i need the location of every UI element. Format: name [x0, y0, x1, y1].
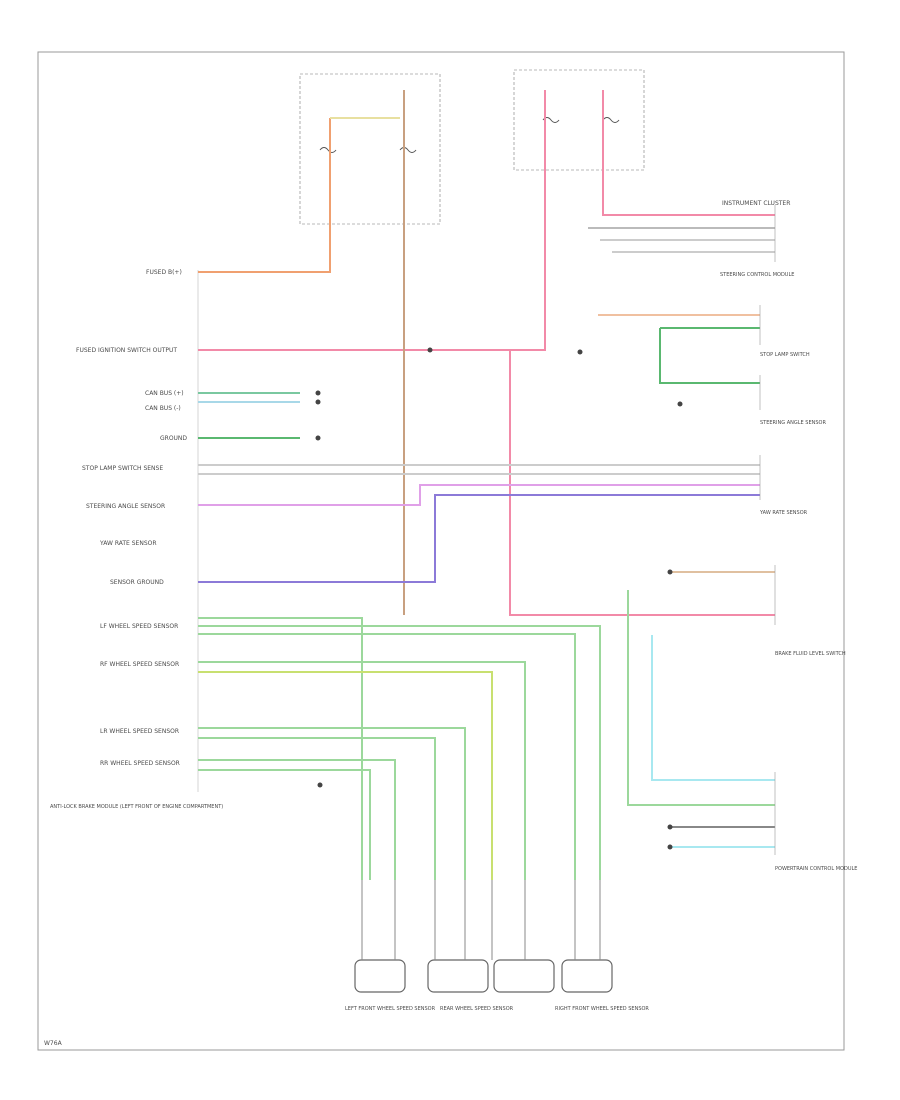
wire-sensor-extra-a: [198, 759, 396, 880]
wire-green-cluster-a: [659, 328, 760, 384]
wire-ignition-to-cluster: [602, 90, 775, 216]
label-steering-angle-right: STEERING ANGLE SENSOR: [760, 420, 826, 426]
label-lf-sensor: LEFT FRONT WHEEL SPEED SENSOR: [345, 1006, 436, 1012]
label-yaw-rate-right: YAW RATE SENSOR: [759, 510, 808, 516]
fuse-box-left: [299, 73, 441, 225]
wire-sensor-ground-violet: [198, 494, 760, 583]
wheel-speed-sensors: [354, 959, 613, 993]
wire-lr-sensor-b: [198, 671, 493, 880]
wire-pcm-green: [627, 590, 775, 806]
label-steering-angle: STEERING ANGLE SENSOR: [86, 503, 165, 510]
wire-ignition-to-pcm: [509, 350, 775, 616]
wire-lr-sensor-a: [198, 661, 526, 880]
fuse-icons: [319, 117, 620, 153]
label-stop-lamp: STOP LAMP SWITCH SENSE: [82, 465, 163, 472]
wire-fused-b-plus: [198, 118, 331, 273]
label-can-minus: CAN BUS (-): [145, 405, 181, 412]
label-pcm: POWERTRAIN CONTROL MODULE: [775, 866, 857, 872]
label-stop-lamp-switch: STOP LAMP SWITCH: [760, 352, 810, 358]
wire-rf-sensor-a: [198, 633, 576, 880]
label-yaw-rate: YAW RATE SENSOR: [99, 540, 157, 547]
label-fused-ignition: FUSED IGNITION SWITCH OUTPUT: [76, 347, 177, 354]
right-module-connectors: [759, 205, 776, 855]
label-ground: GROUND: [160, 435, 187, 442]
label-rf-sensor: RIGHT FRONT WHEEL SPEED SENSOR: [555, 1006, 649, 1012]
label-can-plus: CAN BUS (+): [145, 390, 184, 397]
footer-code: W76A: [44, 1040, 63, 1047]
label-rr-wheel: RR WHEEL SPEED SENSOR: [100, 760, 180, 767]
label-abs-module: ANTI-LOCK BRAKE MODULE (LEFT FRONT OF EN…: [50, 804, 223, 810]
wire-lf-sensor-a: [198, 617, 363, 880]
wire-pcm-cyan: [651, 635, 775, 781]
wire-fused-ignition: [198, 90, 546, 351]
label-steering-control: STEERING CONTROL MODULE: [720, 272, 794, 278]
sensor-lead-lines: [361, 880, 601, 960]
label-lf-wheel: LF WHEEL SPEED SENSOR: [100, 623, 178, 630]
wire-rr-sensor-b: [198, 737, 436, 880]
wire-lf-sensor-b: [198, 625, 601, 880]
label-brake-fluid: BRAKE FLUID LEVEL SWITCH: [775, 651, 846, 657]
label-rear-sensor: REAR WHEEL SPEED SENSOR: [440, 1006, 514, 1012]
label-rf-wheel: RF WHEEL SPEED SENSOR: [100, 661, 179, 668]
label-instrument-cluster: INSTRUMENT CLUSTER: [722, 200, 790, 207]
label-lr-wheel: LR WHEEL SPEED SENSOR: [100, 728, 179, 735]
ground-icons: [315, 347, 683, 850]
diagram-frame: [37, 51, 845, 1051]
label-sensor-ground: SENSOR GROUND: [110, 579, 164, 586]
wire-sensor-extra-b: [198, 769, 371, 880]
wire-steering-angle: [198, 484, 760, 506]
wire-rr-sensor-a: [198, 727, 466, 880]
label-fused-b-plus: FUSED B(+): [146, 269, 182, 276]
fuse-box-right: [513, 69, 645, 171]
